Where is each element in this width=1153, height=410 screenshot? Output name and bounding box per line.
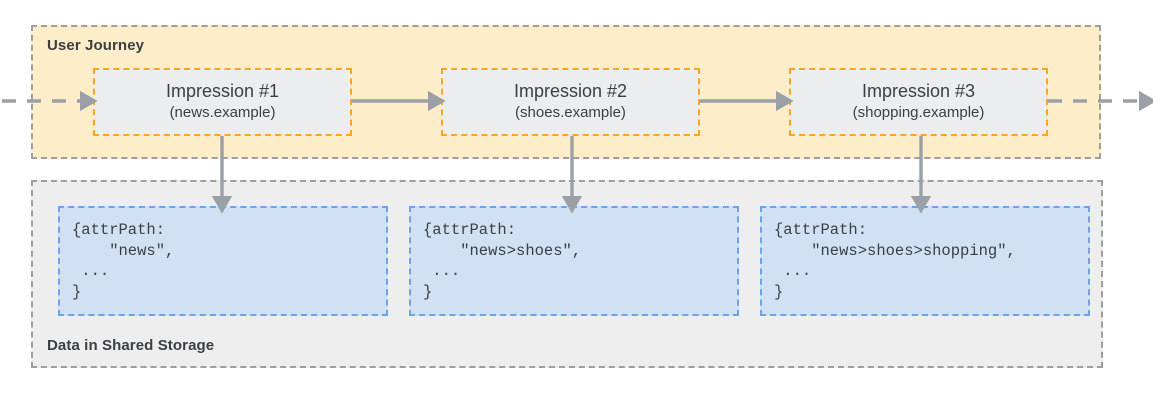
impression-card-1[interactable]: Impression #1 (news.example) <box>93 68 352 136</box>
impression-site-3: (shopping.example) <box>852 104 985 122</box>
storage-data-card-3: {attrPath: "news>shoes>shopping", ... } <box>760 206 1090 316</box>
impression-site-2: (shoes.example) <box>515 104 626 122</box>
shared-storage-label: Data in Shared Storage <box>47 337 215 354</box>
impression-title-2: Impression #2 <box>513 81 628 102</box>
impression-site-1: (news.example) <box>169 104 276 122</box>
impression-title-1: Impression #1 <box>165 81 280 102</box>
impression-card-3[interactable]: Impression #3 (shopping.example) <box>789 68 1048 136</box>
user-journey-label: User Journey <box>47 37 145 54</box>
storage-data-card-1: {attrPath: "news", ... } <box>58 206 388 316</box>
storage-data-card-2: {attrPath: "news>shoes", ... } <box>409 206 739 316</box>
impression-card-2[interactable]: Impression #2 (shoes.example) <box>441 68 700 136</box>
impression-title-3: Impression #3 <box>861 81 976 102</box>
